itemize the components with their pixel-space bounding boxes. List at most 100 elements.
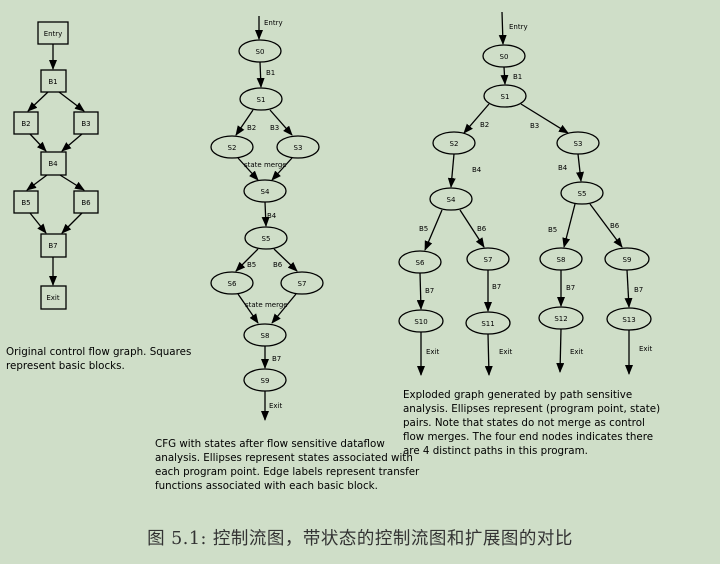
cfg-exit-block bbox=[40, 285, 67, 310]
state-s9-label: S9 bbox=[261, 377, 270, 385]
exploded-caption: Exploded graph generated by path sensiti… bbox=[403, 389, 661, 457]
cfg-edge bbox=[29, 133, 47, 152]
exploded-edge-b7-label: B7 bbox=[566, 284, 575, 292]
exploded-edge-b7-label: B7 bbox=[425, 287, 434, 295]
state-s7-node bbox=[280, 271, 324, 295]
cfg-edge bbox=[59, 174, 85, 191]
cfg-edge bbox=[61, 133, 83, 152]
state-s6-label: S6 bbox=[228, 280, 237, 288]
exploded-s3-label: S3 bbox=[574, 140, 583, 148]
state-s2-node bbox=[210, 135, 254, 159]
cfg-b5-block bbox=[13, 190, 39, 214]
exploded-edge bbox=[447, 153, 456, 188]
state-s5-label: S5 bbox=[262, 235, 271, 243]
state-edge-b6-label: B6 bbox=[273, 261, 283, 269]
states-caption: CFG with states after flow sensitive dat… bbox=[155, 438, 420, 492]
cfg-entry-label: Entry bbox=[44, 30, 63, 38]
exploded-edge-b2-label: B2 bbox=[480, 121, 489, 129]
exploded-edge-b3-label: B3 bbox=[530, 122, 539, 130]
cfg-b2-block bbox=[13, 111, 39, 135]
exploded-s9-label: S9 bbox=[623, 256, 632, 264]
exploded-edge bbox=[520, 103, 569, 134]
cfg-b6-label: B6 bbox=[81, 199, 91, 207]
exploded-edge-b4-label: B4 bbox=[558, 164, 568, 172]
state-edge bbox=[271, 157, 293, 181]
cfg-caption: Original control flow graph. Squares rep… bbox=[6, 346, 192, 372]
cfg-edge bbox=[29, 212, 47, 234]
exploded-s1-node bbox=[483, 84, 527, 108]
exploded-s12-label: S12 bbox=[554, 315, 567, 323]
cfg-b1-label: B1 bbox=[48, 78, 57, 86]
state-s1-node bbox=[239, 87, 283, 111]
exploded-s7-label: S7 bbox=[484, 256, 493, 264]
exploded-exit-label: Exit bbox=[426, 348, 440, 356]
cfg-exit-label: Exit bbox=[46, 294, 60, 302]
exploded-s2-label: S2 bbox=[450, 140, 459, 148]
cfg-b4-label: B4 bbox=[48, 160, 58, 168]
cfg-b6-block bbox=[73, 190, 99, 214]
exploded-s0-label: S0 bbox=[500, 53, 509, 61]
state-s1-label: S1 bbox=[257, 96, 266, 104]
exploded-edge-b7-label: B7 bbox=[634, 286, 643, 294]
state-exit-label: Exit bbox=[269, 402, 283, 410]
state-s0-label: S0 bbox=[256, 48, 265, 56]
state-edge bbox=[261, 201, 270, 227]
state-edge bbox=[256, 61, 265, 88]
state-s6-node bbox=[210, 271, 254, 295]
state-edge-b4-label: B4 bbox=[267, 212, 277, 220]
state-entry-label: Entry bbox=[264, 19, 283, 27]
cfg-panel bbox=[13, 21, 99, 310]
exploded-edge bbox=[424, 209, 443, 251]
state-edge bbox=[269, 109, 293, 136]
exploded-s5-node bbox=[560, 181, 604, 205]
state-s2-label: S2 bbox=[228, 144, 237, 152]
cfg-edge bbox=[26, 174, 48, 191]
state-edge-b5-label: B5 bbox=[247, 261, 256, 269]
cfg-b5-label: B5 bbox=[21, 199, 30, 207]
state-s4-label: S4 bbox=[261, 188, 270, 196]
exploded-exit-label: Exit bbox=[499, 348, 513, 356]
exploded-s11-label: S11 bbox=[481, 320, 494, 328]
exploded-exit-label: Exit bbox=[570, 348, 584, 356]
exploded-edge bbox=[498, 11, 507, 45]
cfg-b3-block bbox=[73, 111, 99, 135]
cfg-b4-block bbox=[40, 151, 67, 176]
exploded-panel bbox=[398, 11, 652, 376]
state-s7-label: S7 bbox=[298, 280, 307, 288]
cfg-edge bbox=[61, 212, 83, 234]
state-s8-label: S8 bbox=[261, 332, 270, 340]
exploded-s8-label: S8 bbox=[557, 256, 566, 264]
exploded-edge bbox=[459, 209, 485, 248]
cfg-b3-label: B3 bbox=[81, 120, 90, 128]
exploded-s1-label: S1 bbox=[501, 93, 510, 101]
cfg-b1-block bbox=[40, 69, 67, 93]
states-panel bbox=[210, 16, 324, 421]
state-edge bbox=[235, 248, 259, 272]
exploded-edge-b6-label: B6 bbox=[610, 222, 620, 230]
cfg-edge bbox=[27, 91, 49, 112]
cfg-edge bbox=[58, 91, 85, 112]
state-edge-b1-label: B1 bbox=[266, 69, 275, 77]
exploded-edge bbox=[416, 272, 425, 310]
state-edge bbox=[235, 109, 254, 136]
cfg-b7-label: B7 bbox=[48, 242, 57, 250]
state-merge-label: state merge bbox=[245, 301, 288, 309]
state-s5-node bbox=[244, 226, 288, 250]
exploded-s4-node bbox=[429, 187, 473, 211]
state-edge-b7-label: B7 bbox=[272, 355, 281, 363]
figure-caption: 图 5.1: 控制流图，带状态的控制流图和扩展图的对比 bbox=[147, 529, 573, 549]
exploded-s6-label: S6 bbox=[416, 259, 425, 267]
exploded-edge bbox=[562, 203, 576, 248]
exploded-s4-label: S4 bbox=[447, 196, 456, 204]
exploded-edge bbox=[589, 203, 623, 248]
state-edge bbox=[237, 293, 259, 324]
exploded-edge bbox=[624, 269, 633, 308]
exploded-edge-b5-label: B5 bbox=[548, 226, 557, 234]
state-s3-label: S3 bbox=[294, 144, 303, 152]
exploded-edge-b6-label: B6 bbox=[477, 225, 487, 233]
exploded-s13-label: S13 bbox=[622, 316, 635, 324]
exploded-s5-label: S5 bbox=[578, 190, 587, 198]
exploded-edge bbox=[500, 66, 509, 85]
exploded-entry-label: Entry bbox=[509, 23, 528, 31]
